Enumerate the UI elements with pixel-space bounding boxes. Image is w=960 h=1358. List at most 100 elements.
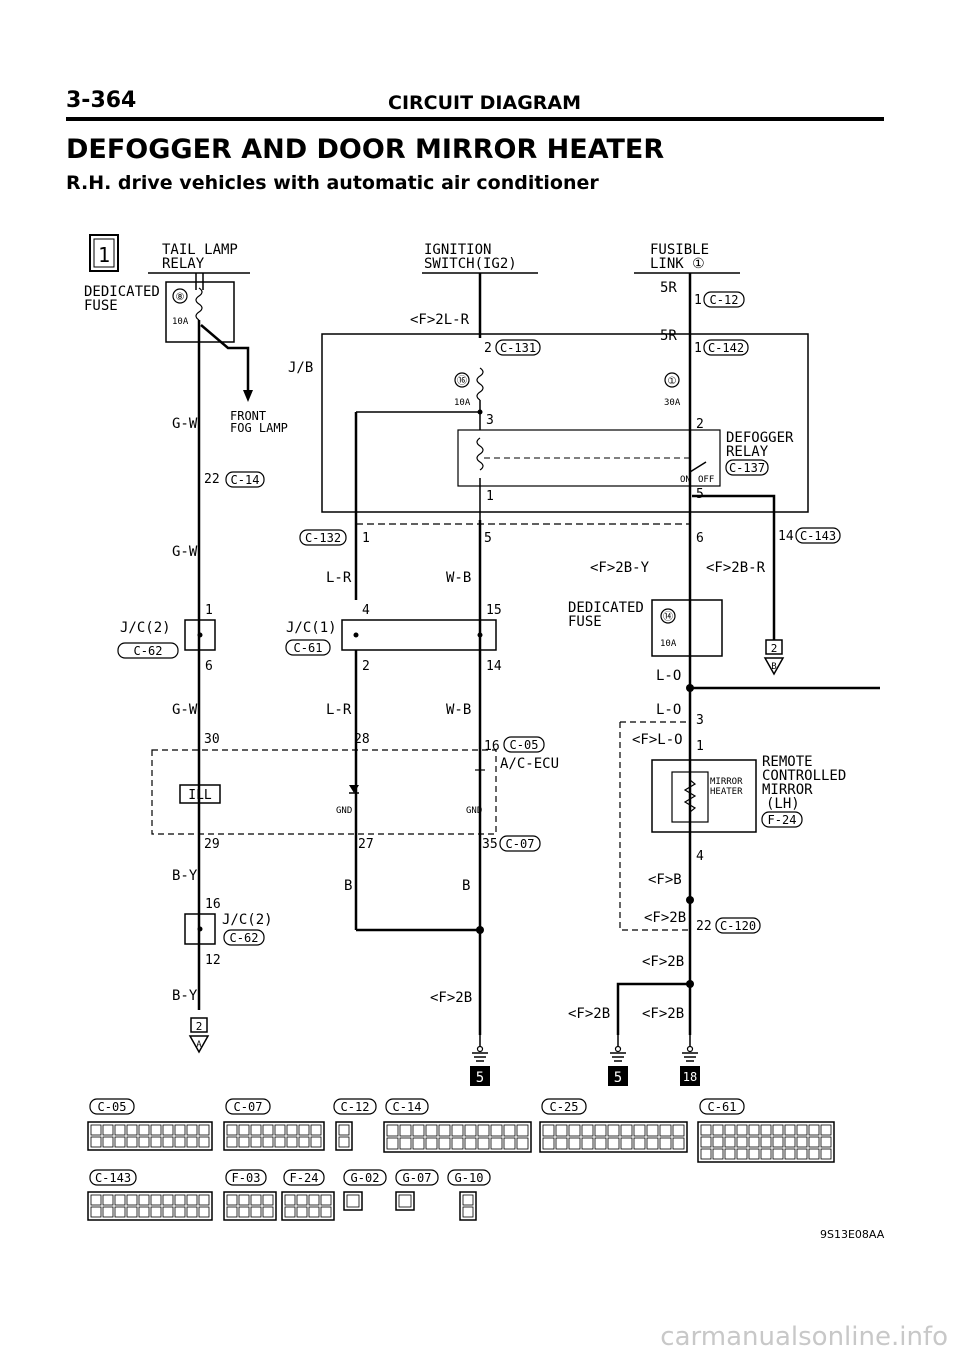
- svg-text:G-07: G-07: [403, 1171, 432, 1185]
- svg-text:⑧: ⑧: [176, 292, 185, 303]
- ground-18: 18: [680, 1066, 700, 1086]
- figure-code: 9S13E08AA: [820, 1228, 885, 1241]
- relay-pin-1: 1: [486, 489, 494, 504]
- cv-c143-label: C-143: [89, 1169, 137, 1186]
- front-fog-lamp-label: FRONT: [230, 409, 266, 423]
- connector-views: C-05 C-07 C-12 C-14 C-25 C-61 C-143 F-03…: [87, 1098, 835, 1221]
- svg-text:F-24: F-24: [290, 1171, 319, 1185]
- wire-f2b-1: <F>2B: [430, 990, 472, 1006]
- wire-lr-1: L-R: [326, 570, 352, 586]
- mirror-heater: MIRROR HEATER: [651, 759, 757, 833]
- dedicated-fuse-14: ⑭ 10A: [651, 599, 723, 657]
- pin-1-c132: 1: [362, 531, 370, 546]
- svg-text:J/C(1): J/C(1): [286, 620, 337, 636]
- wire-fb: <F>B: [648, 872, 682, 888]
- pin-30: 30: [204, 732, 220, 747]
- svg-text:18: 18: [683, 1070, 697, 1084]
- connector-face: [395, 1191, 415, 1211]
- pin-14-c143: 14: [778, 529, 794, 544]
- connector-face: [223, 1121, 325, 1151]
- pin-1-c142: 1: [694, 341, 702, 356]
- wire-flo: <F>L-O: [632, 732, 683, 748]
- relay-pin-3: 3: [486, 413, 494, 428]
- pin-4-mirror: 4: [696, 849, 704, 864]
- defogger-relay-label: DEFOGGER: [726, 430, 794, 446]
- pin-1-mirror: 1: [696, 739, 704, 754]
- svg-text:10A: 10A: [454, 398, 471, 408]
- connector-f24-tag: F-24: [761, 811, 803, 828]
- cv-f03-label: F-03: [225, 1169, 267, 1186]
- cv-g02-label: G-02: [343, 1169, 387, 1186]
- svg-text:G-02: G-02: [351, 1171, 380, 1185]
- relay-on-label: ON: [680, 475, 691, 485]
- cv-c12-label: C-12: [333, 1098, 377, 1115]
- ref-2B: 2 B: [763, 639, 785, 676]
- svg-text:10A: 10A: [172, 317, 189, 327]
- pin-28: 28: [354, 732, 370, 747]
- mirror-dashed-box: [619, 722, 690, 931]
- cv-g10-label: G-10: [447, 1169, 491, 1186]
- svg-text:30A: 30A: [664, 398, 681, 408]
- wire-5r-1: 5R: [660, 280, 677, 296]
- mirror-label-1: REMOTE: [762, 754, 813, 770]
- wire-lo-2: L-O: [656, 702, 681, 718]
- connector-c143-tag: C-143: [795, 527, 841, 544]
- wire-wb-1: W-B: [446, 570, 471, 586]
- connector-face: [87, 1121, 213, 1151]
- svg-text:1: 1: [205, 603, 213, 618]
- wire-b-2: B: [462, 878, 470, 894]
- gnd-label-2: GND: [466, 806, 482, 816]
- ac-ecu-box: [151, 749, 497, 835]
- connector-c120-tag: C-120: [715, 917, 761, 934]
- pin-2-c131: 2: [484, 341, 492, 356]
- svg-text:14: 14: [486, 659, 502, 674]
- header-rule: [66, 117, 884, 121]
- pin-27: 27: [358, 837, 374, 852]
- svg-text:4: 4: [362, 603, 370, 618]
- defogger-relay: [457, 429, 721, 487]
- gnd-label-1: GND: [336, 806, 352, 816]
- svg-text:B: B: [771, 662, 776, 672]
- mirror-label-4: (LH): [766, 796, 800, 812]
- pin-22-c14: 22: [204, 472, 220, 487]
- dedicated-fuse-label-2: DEDICATED: [568, 600, 644, 616]
- relay-pin-2: 2: [696, 417, 704, 432]
- wire-gw-3: G-W: [172, 702, 198, 718]
- cv-g07-label: G-07: [395, 1169, 439, 1186]
- connector-face: [87, 1191, 213, 1221]
- svg-text:16: 16: [205, 897, 221, 912]
- connector-c142-tag: C-142: [703, 339, 749, 356]
- svg-text:12: 12: [205, 953, 221, 968]
- defogger-relay-label-2: RELAY: [726, 444, 769, 460]
- watermark: carmanualsonline.info: [660, 1322, 948, 1352]
- svg-text:F-03: F-03: [232, 1171, 261, 1185]
- ground-5-b: 5: [608, 1066, 628, 1086]
- connector-face: [459, 1191, 477, 1221]
- svg-text:2: 2: [771, 642, 778, 655]
- connector-face: [539, 1121, 688, 1153]
- cv-c14-label: C-14: [385, 1098, 429, 1115]
- svg-text:C-143: C-143: [800, 529, 836, 543]
- svg-text:C-25: C-25: [550, 1100, 579, 1114]
- wire-5r-2: 5R: [660, 328, 677, 344]
- wire-wb-2: W-B: [446, 702, 471, 718]
- ac-ecu-label: A/C-ECU: [500, 756, 559, 772]
- svg-text:C-61: C-61: [294, 641, 323, 655]
- wire-lr-2: L-R: [326, 702, 352, 718]
- connector-face: [281, 1191, 335, 1221]
- svg-text:ILL: ILL: [188, 788, 212, 803]
- svg-text:J/C(2): J/C(2): [120, 620, 171, 636]
- jc2-lower: J/C(2) C-62 16 12: [184, 897, 273, 968]
- connector-face: [223, 1191, 277, 1221]
- ref-2A: 2 A: [188, 1017, 210, 1054]
- wire-by-1: B-Y: [172, 868, 198, 884]
- connector-c131-tag: C-131: [495, 339, 541, 356]
- svg-text:2: 2: [362, 659, 370, 674]
- dedicated-fuse-label-1: DEDICATED: [84, 284, 160, 300]
- cv-c61-label: C-61: [699, 1098, 745, 1115]
- wire-f2b-3: <F>2B: [642, 954, 684, 970]
- cv-c25-label: C-25: [541, 1098, 587, 1115]
- svg-text:C-120: C-120: [720, 919, 756, 933]
- svg-text:⑭: ⑭: [663, 611, 673, 623]
